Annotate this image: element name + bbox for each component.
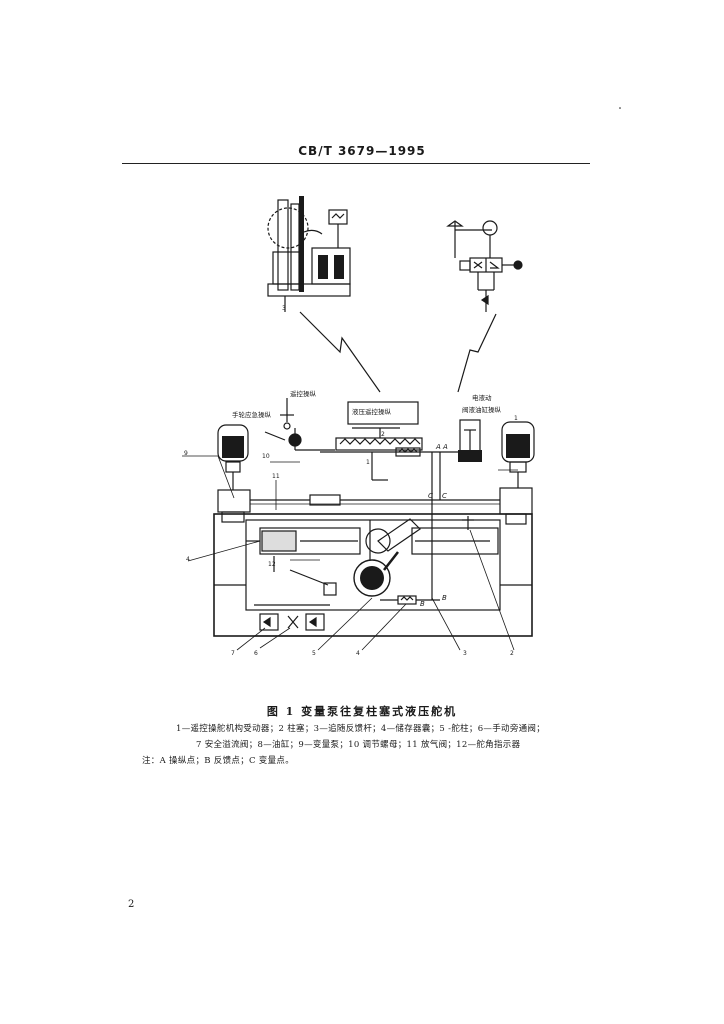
adjusting-nut [309, 494, 341, 506]
part-number-label: 9 [184, 450, 188, 457]
detail-mechanical [267, 196, 351, 312]
part-number-label: 2 [381, 431, 385, 438]
leader-lines [182, 455, 518, 651]
part-number-label: 4 [186, 556, 190, 563]
part-number-label: 4 [356, 650, 360, 657]
label-manual-emergency: 手轮应急操纵 [232, 410, 272, 419]
feedback-link [380, 452, 441, 605]
part-number-label: 5 [312, 650, 316, 657]
valve-block [254, 604, 330, 637]
label-electro-hydraulic: 电液动 [472, 393, 492, 402]
label-hydraulic-remote: 液压遥控操纵 [352, 407, 392, 416]
legend-note: 注：A 操纵点；B 反馈点；C 变量点。 [142, 756, 294, 766]
part-number-label: 11 [272, 473, 280, 480]
legend-line-2: 7 安全溢流阀；8—油缸；9—变量泵；10 调节螺母；11 放气阀；12—舵角指… [196, 740, 521, 750]
point-c-label: C [428, 492, 433, 500]
part-number-label: 1 [514, 415, 518, 422]
label-remote-control: 遥控操纵 [290, 389, 317, 398]
part-number-label: 7 [231, 650, 235, 657]
rudder-angle-indicator [323, 582, 337, 596]
page-number: 2 [128, 899, 135, 910]
point-b-label: B [442, 594, 447, 602]
header-rule [122, 163, 590, 164]
standard-number: CB/T 3679—1995 [298, 144, 426, 158]
variable-pump-left [217, 424, 251, 523]
variable-pump-right [499, 421, 535, 525]
part-number-label: 3 [463, 650, 467, 657]
part-number-label: 3 [282, 305, 286, 312]
part-number-label: 1 [366, 459, 370, 466]
point-c-label: C [442, 492, 447, 500]
scan-speck [619, 107, 621, 109]
figure-title: 图 1 变量泵往复柱塞式液压舵机 [266, 705, 458, 718]
part-number-label: 12 [268, 561, 276, 568]
point-a-label: A [435, 443, 441, 451]
ram-left [246, 527, 361, 572]
cylinder-frame [213, 513, 533, 637]
hydraulic-steering-diagram: 1 2 3 4 4 5 6 7 9 10 11 12 2 1 3 遥控操纵 手轮… [182, 107, 621, 657]
link-line-left [299, 311, 381, 393]
part-number-label: 10 [262, 453, 270, 460]
link-line-right [457, 313, 497, 393]
part-number-label: 6 [254, 650, 258, 657]
legend-line-1: 1—遥控操舵机构受动器；2 柱塞；3—追随反馈杆；4—储存器囊；5 -舵柱；6—… [176, 724, 546, 734]
tiller [353, 518, 421, 597]
remote-control-mechanism [264, 398, 460, 481]
detail-electrohydraulic [446, 220, 523, 312]
valve-actuator [458, 419, 482, 462]
point-b-label: B [420, 600, 425, 608]
ram-right [411, 516, 499, 555]
label-valve-operation: 阀液油缸操纵 [462, 405, 502, 414]
point-a-label: A [442, 443, 448, 451]
part-number-label: 2 [510, 650, 514, 657]
